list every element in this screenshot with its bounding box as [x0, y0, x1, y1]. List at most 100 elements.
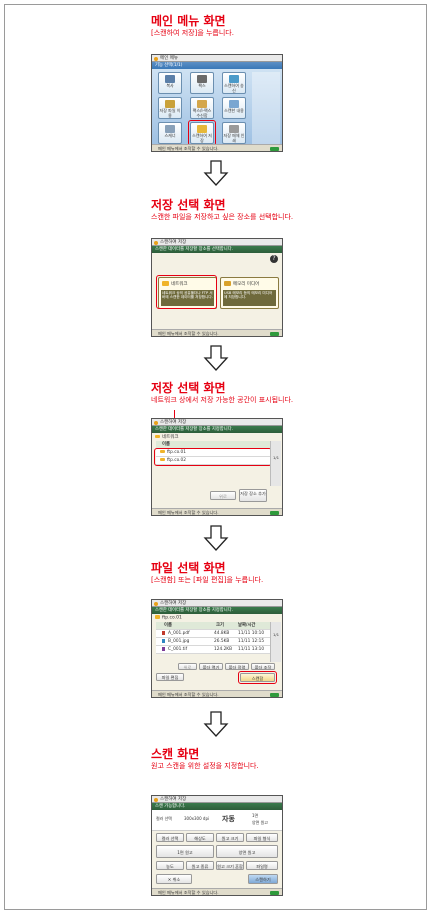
section-subtitle-storage-select: 스캔한 파일을 저장하고 싶은 장소를 선택합니다. — [151, 213, 294, 221]
table-row[interactable]: A_001.pdf 44.8KB 11/11 10:10 — [156, 630, 270, 638]
table-row[interactable]: C_001.tif 124.2KB 11/11 13:10 — [156, 646, 270, 654]
help-icon[interactable]: ? — [270, 255, 278, 263]
list-item[interactable]: ftp.co.02 — [156, 457, 270, 465]
page-indicator: 1/1 — [272, 632, 280, 637]
open-folder-button[interactable]: 폴더 열기 — [199, 663, 223, 670]
window-title-bar: 스캔하여 저장 — [152, 239, 282, 246]
network-location-screenshot: 스캔하여 저장 스캔한 데이터를 저장할 장소를 지정합니다. 네트워크 이름 … — [151, 418, 283, 516]
ok-button[interactable] — [270, 331, 279, 336]
highlight-scan-save — [188, 120, 216, 146]
resolution-button[interactable]: 해상도 — [186, 833, 214, 842]
up-button[interactable]: 위로 — [178, 663, 197, 670]
column-header[interactable]: 이름 크기 날짜/시간 — [156, 622, 270, 630]
pdf-file-icon — [162, 630, 165, 635]
breadcrumb[interactable]: 네트워크 — [155, 434, 179, 440]
header-text: 스캔 가능합니다. — [155, 804, 186, 809]
page-indicator: 1/1 — [272, 455, 280, 460]
window-title: 스캔하여 저장 — [160, 797, 187, 802]
tile-scan[interactable]: 스캔한 내용 — [222, 97, 246, 119]
edit-file-button[interactable]: 파일 편집 — [156, 673, 184, 681]
header-text: 스캔한 데이터를 저장할 장소를 지정합니다. — [155, 608, 233, 613]
section-subtitle-network-location: 네트워크 상에서 저장 가능한 공간이 표시됩니다. — [151, 396, 294, 404]
status-bar: 메인 메뉴에서 조작할 수 있습니다. — [152, 690, 282, 697]
ok-button[interactable] — [270, 890, 279, 895]
single-side-button[interactable]: 1면 원고 — [156, 845, 214, 858]
jpg-file-icon — [162, 638, 165, 643]
print-media-icon — [229, 125, 239, 133]
instruction-header: 스캔한 데이터를 저장할 장소를 지정합니다. — [152, 607, 282, 614]
instruction-header: 스캔한 데이터를 저장할 장소를 선택합니다. — [152, 246, 282, 253]
header-text: 기능 선택(1/1) — [155, 63, 183, 68]
window-title-bar: 스캔하여 저장 — [152, 600, 282, 607]
ok-button[interactable] — [270, 692, 279, 697]
down-arrow-icon — [203, 345, 229, 371]
ok-button[interactable] — [270, 510, 279, 515]
tile-fax[interactable]: 팩스 — [190, 72, 214, 94]
list-item[interactable]: ftp.co.01 — [156, 449, 270, 457]
tile-inbox[interactable]: 팩스/I-팩스 수신함 — [190, 97, 214, 119]
highlight-storage-list — [154, 448, 272, 466]
original-size-button[interactable]: 원고 크기 — [216, 833, 244, 842]
status-bar: 메인 메뉴에서 조작할 수 있습니다. — [152, 144, 282, 151]
folder-operation-button[interactable]: 폴더 조작 — [251, 663, 275, 670]
original-type-button[interactable]: 원고 종류 — [186, 861, 214, 870]
memory-media-desc: USB 메모리 등의 메모리 미디어에 저장합니다. — [223, 290, 276, 306]
status-bar: 메인 메뉴에서 조작할 수 있습니다. — [152, 329, 282, 336]
double-side-button[interactable]: 양면 원고 — [216, 845, 278, 858]
network-folder-icon — [162, 281, 169, 286]
folder-icon — [160, 449, 165, 454]
add-location-button[interactable]: 저장 장소 추가 — [239, 489, 267, 502]
section-title-file-select: 파일 선택 화면 — [151, 561, 226, 575]
scan-send-icon — [229, 75, 239, 83]
color-select-button[interactable]: 컬러 선택 — [156, 833, 184, 842]
tile-print-media[interactable]: 저장 매체 인쇄 — [222, 122, 246, 144]
window-title-bar: 스캔하여 저장 — [152, 796, 282, 803]
window-title-bar: 스캔하여 저장 — [152, 419, 282, 426]
section-subtitle-scan-screen: 원고 스캔을 위한 설정을 지정합니다. — [151, 762, 259, 770]
header-text: 스캔한 데이터를 저장할 장소를 지정합니다. — [155, 427, 233, 432]
scan-icon — [229, 100, 239, 108]
copy-icon — [165, 75, 175, 83]
density-button[interactable]: 농도 — [156, 861, 184, 870]
scan-button[interactable]: 스캔함 — [240, 673, 275, 682]
side-panel — [252, 72, 280, 144]
status-header: 스캔 가능합니다. — [152, 803, 282, 810]
side-summary: 1면 — [252, 813, 259, 818]
inbox-icon — [197, 100, 207, 108]
window-title: 메인 메뉴 — [160, 56, 178, 61]
down-arrow-icon — [203, 711, 229, 737]
current-path[interactable]: ftp.co.01 — [155, 615, 182, 620]
memory-media-option[interactable]: 메모리 미디어 USB 메모리 등의 메모리 미디어에 저장합니다. — [220, 277, 279, 309]
tile-scanner[interactable]: 스캐너 — [158, 122, 182, 144]
network-option-label: 네트워크 — [171, 282, 188, 287]
window-title-bar: 메인 메뉴 — [152, 55, 282, 62]
section-title-storage-select: 저장 선택 화면 — [151, 198, 226, 212]
header-text: 스캔한 데이터를 저장할 장소를 선택합니다. — [155, 247, 233, 252]
network-option[interactable]: 네트워크 네트워크 상의 공유폴더나 FTP 서버에 스캔한 데이터를 저장합니… — [158, 277, 217, 309]
window-title: 스캔하여 저장 — [160, 420, 187, 425]
folder-icon — [155, 434, 160, 439]
section-title-network-location: 저장 선택 화면 — [151, 381, 226, 395]
tile-stored-files[interactable]: 저장 파일 이용 — [158, 97, 182, 119]
table-row[interactable]: B_001.jpg 26.5KB 11/11 12:15 — [156, 638, 270, 646]
tile-copy[interactable]: 복사 — [158, 72, 182, 94]
ok-button[interactable] — [270, 146, 279, 151]
scan-save-icon — [197, 125, 207, 133]
up-button[interactable]: 위로 — [210, 491, 236, 500]
file-name-button[interactable]: 파일명 — [246, 861, 278, 870]
folder-icon — [160, 457, 165, 462]
cancel-button[interactable]: ✕ 취소 — [156, 874, 192, 884]
tile-scan-send[interactable]: 스캔하여 송신 — [222, 72, 246, 94]
scroll-panel[interactable]: 1/1 — [270, 441, 281, 486]
tile-scan-save[interactable]: 스캔하여 저장 — [190, 122, 214, 144]
tif-file-icon — [162, 646, 165, 651]
down-arrow-icon — [203, 160, 229, 186]
start-scan-button[interactable]: 스캔하기 — [248, 874, 278, 884]
file-format-button[interactable]: 파일 형식 — [246, 833, 278, 842]
mixed-size-button[interactable]: 원고 크기 혼합 — [216, 861, 244, 870]
scroll-panel[interactable]: 1/1 — [270, 622, 281, 662]
column-date: 날짜/시간 — [238, 623, 256, 628]
section-subtitle-file-select: [스캔함] 또는 [파일 편집]을 누릅니다. — [151, 576, 264, 584]
sort-folder-button[interactable]: 폴더 정렬 — [225, 663, 249, 670]
